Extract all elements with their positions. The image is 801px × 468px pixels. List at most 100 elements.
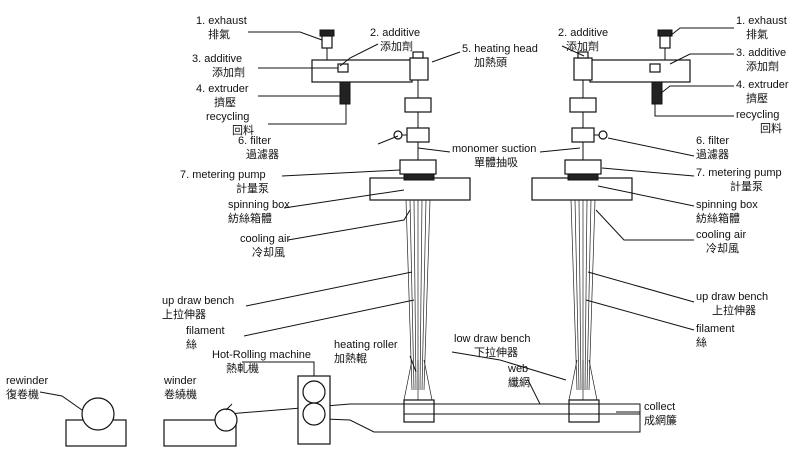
label-additive3-right: 3. additive 添加劑 bbox=[736, 47, 786, 73]
label-winder-zh: 卷繞機 bbox=[164, 387, 197, 401]
right-extruder-barrel bbox=[589, 59, 691, 83]
label-cooling-air-right: cooling air 冷却風 bbox=[696, 229, 746, 255]
label-exhaust-zh: 排氣 bbox=[208, 27, 230, 41]
left-spinning-box bbox=[369, 177, 471, 201]
label-hot-rolling-en: Hot-Rolling machine bbox=[212, 349, 311, 361]
label-additive2-en: 2. additive bbox=[370, 27, 420, 39]
label-winder-en: winder bbox=[163, 375, 197, 387]
label-rewinder-zh: 復卷機 bbox=[6, 387, 39, 401]
label-additive3-zh: 添加劑 bbox=[746, 59, 779, 73]
right-spinning-line bbox=[531, 29, 691, 423]
left-metering-pump bbox=[399, 159, 437, 175]
right-metering-pump bbox=[564, 159, 602, 175]
label-metering-left: 7. metering pump 計量泵 bbox=[180, 169, 269, 195]
right-suction-box bbox=[568, 399, 600, 423]
label-heating-head: 5. heating head 加熱頭 bbox=[462, 43, 538, 69]
label-additive3-left: 3. additive 添加劑 bbox=[192, 53, 245, 79]
label-filament-zh: 絲 bbox=[186, 337, 197, 351]
label-additive2-en: 2. additive bbox=[558, 27, 608, 39]
label-rewinder-en: rewinder bbox=[6, 375, 49, 387]
label-recycling-zh: 回料 bbox=[232, 123, 254, 137]
left-filter bbox=[406, 127, 430, 143]
label-additive2-right: 2. additive 添加劑 bbox=[558, 27, 608, 53]
right-filter bbox=[571, 127, 595, 143]
label-low-draw: low draw bench 下拉伸器 bbox=[454, 333, 530, 359]
right-filament-bundle bbox=[570, 199, 596, 391]
label-web-zh: 纖網 bbox=[508, 375, 530, 389]
left-extruder-barrel bbox=[311, 59, 413, 83]
label-heating-roller-zh: 加熱輥 bbox=[334, 352, 367, 365]
label-cooling-air-zh: 冷却風 bbox=[252, 246, 285, 259]
label-additive2-zh: 添加劑 bbox=[380, 39, 413, 53]
label-extruder-en: 4. extruder bbox=[196, 83, 249, 95]
label-exhaust-left: 1. exhaust 排氣 bbox=[196, 15, 247, 41]
label-cooling-air-zh: 冷却風 bbox=[706, 242, 739, 255]
right-pipe-block bbox=[569, 97, 597, 113]
right-exhaust-valve bbox=[657, 29, 673, 60]
label-filament-en: filament bbox=[696, 323, 735, 335]
label-up-draw-zh: 上拉伸器 bbox=[712, 303, 756, 317]
label-metering-zh: 計量泵 bbox=[236, 181, 269, 195]
label-web: web 纖網 bbox=[507, 363, 530, 389]
label-filament-zh: 絲 bbox=[696, 335, 707, 349]
label-heating-head-en: 5. heating head bbox=[462, 43, 538, 55]
label-exhaust-zh: 排氣 bbox=[746, 27, 768, 41]
label-monomer: monomer suction 單體抽吸 bbox=[452, 143, 536, 169]
label-up-draw-zh: 上拉伸器 bbox=[162, 307, 206, 321]
leader-lines bbox=[39, 27, 734, 413]
label-extruder-left: 4. extruder 擠壓 bbox=[196, 83, 249, 109]
label-additive2-zh: 添加劑 bbox=[566, 39, 599, 53]
label-metering-right: 7. metering pump 計量泵 bbox=[696, 167, 782, 193]
left-suction-box bbox=[403, 399, 435, 423]
label-hot-rolling-zh: 熱軋機 bbox=[226, 361, 259, 375]
label-filament-en: filament bbox=[186, 325, 225, 337]
right-heating-head bbox=[573, 57, 593, 81]
label-spinning-box-zh: 紡絲箱體 bbox=[228, 211, 272, 225]
left-heating-head bbox=[409, 57, 429, 81]
label-extruder-en: 4. extruder bbox=[736, 79, 789, 91]
label-low-draw-zh: 下拉伸器 bbox=[474, 345, 518, 359]
label-additive3-zh: 添加劑 bbox=[212, 65, 245, 79]
label-metering-zh: 計量泵 bbox=[730, 179, 763, 193]
label-recycling-right: recycling 回料 bbox=[736, 109, 782, 135]
label-metering-en: 7. metering pump bbox=[696, 167, 782, 179]
label-recycling-zh: 回料 bbox=[760, 121, 782, 135]
label-additive3-en: 3. additive bbox=[192, 53, 242, 65]
label-metering-en: 7. metering pump bbox=[180, 169, 266, 181]
label-cooling-air-en: cooling air bbox=[696, 229, 746, 241]
label-heating-roller: heating roller 加熱輥 bbox=[334, 339, 398, 365]
label-filter-right: 6. filter 過濾器 bbox=[696, 135, 729, 161]
label-extruder-zh: 擠壓 bbox=[746, 91, 768, 105]
label-monomer-zh: 單體抽吸 bbox=[474, 155, 518, 169]
label-cooling-air-en: cooling air bbox=[240, 233, 290, 245]
label-exhaust-en: 1. exhaust bbox=[196, 15, 247, 27]
label-extruder-zh: 擠壓 bbox=[214, 95, 236, 109]
label-filter-left: 6. filter 過濾器 bbox=[238, 135, 279, 161]
hot-rolling-machine bbox=[297, 375, 331, 445]
label-heating-head-zh: 加熱頭 bbox=[474, 56, 507, 69]
label-cooling-air-left: cooling air 冷却風 bbox=[240, 233, 290, 259]
left-spinning-line bbox=[311, 29, 471, 423]
label-exhaust-en: 1. exhaust bbox=[736, 15, 787, 27]
label-recycling-en: recycling bbox=[206, 111, 249, 123]
label-filament-right: filament 絲 bbox=[696, 323, 735, 349]
label-spinning-box-en: spinning box bbox=[228, 199, 290, 211]
label-heating-roller-en: heating roller bbox=[334, 339, 398, 351]
left-additive-feeder bbox=[337, 63, 349, 73]
left-exhaust-valve bbox=[319, 29, 335, 60]
right-spinning-box bbox=[531, 177, 633, 201]
label-spinning-box-zh: 紡絲箱體 bbox=[696, 211, 740, 225]
label-collect-zh: 成網簾 bbox=[644, 413, 677, 427]
label-collect: collect 成網簾 bbox=[644, 401, 677, 427]
collect-belt bbox=[215, 403, 641, 433]
left-filament-bundle bbox=[405, 199, 431, 391]
label-filament-left: filament 絲 bbox=[186, 325, 225, 351]
left-pipe-block bbox=[404, 97, 432, 113]
label-winder: winder 卷繞機 bbox=[163, 375, 197, 401]
label-extruder-right: 4. extruder 擠壓 bbox=[736, 79, 789, 105]
label-collect-en: collect bbox=[644, 401, 675, 413]
label-spinning-box-en: spinning box bbox=[696, 199, 758, 211]
label-low-draw-en: low draw bench bbox=[454, 333, 530, 345]
label-spinning-box-left: spinning box 紡絲箱體 bbox=[228, 199, 290, 225]
